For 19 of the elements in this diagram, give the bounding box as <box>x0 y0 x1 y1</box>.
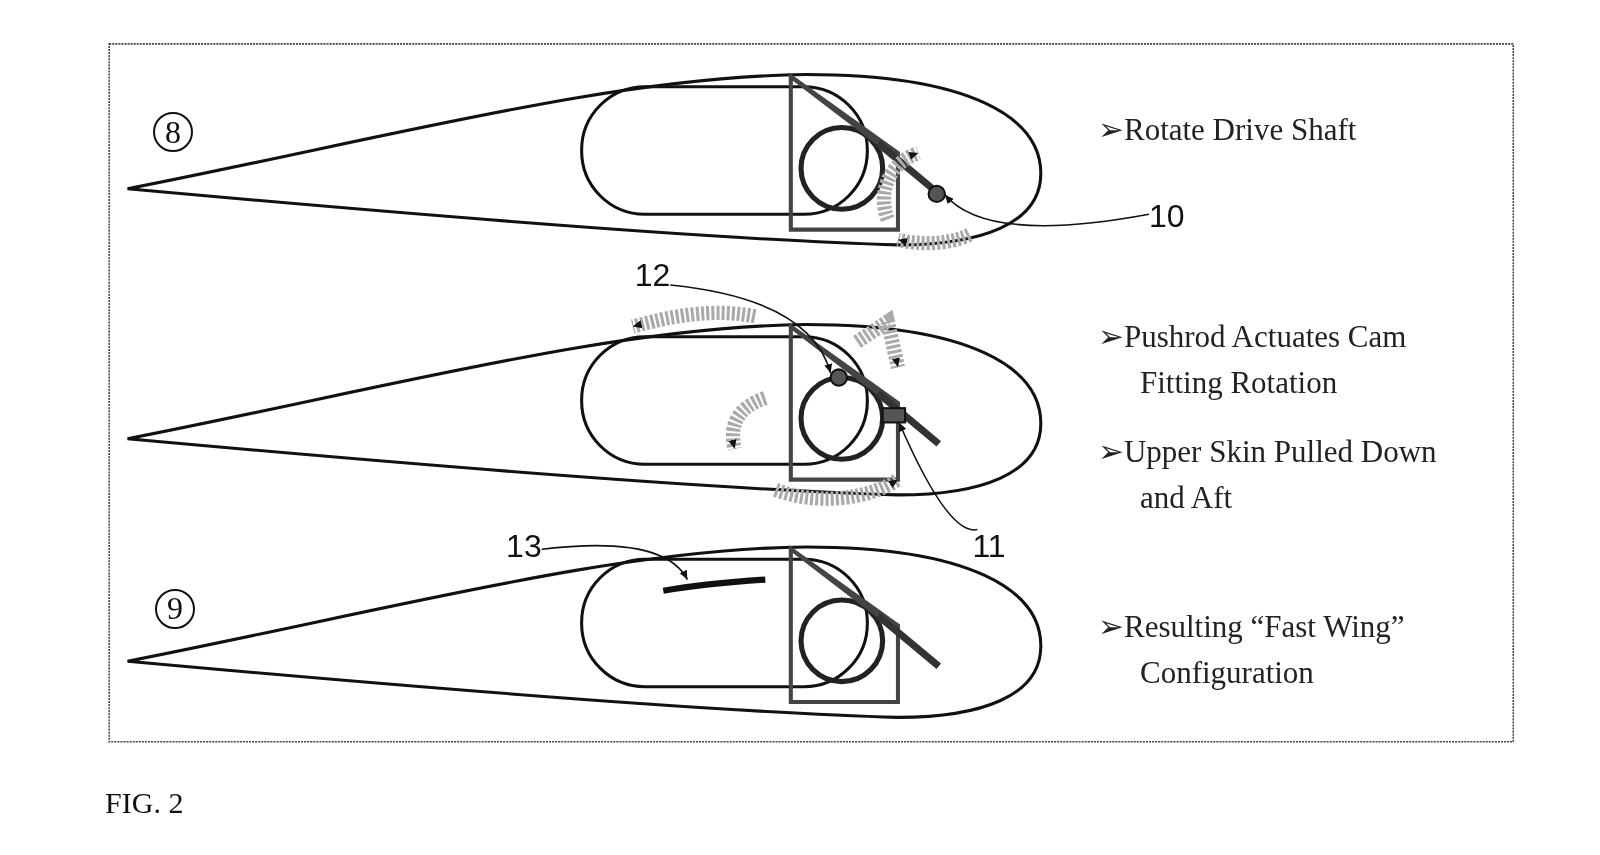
pushrod-end <box>927 184 946 204</box>
callout-number: 12 <box>634 259 671 292</box>
callout-number: 11 <box>972 529 1006 562</box>
pushrod-joint <box>829 368 848 387</box>
callout-number: 13 <box>506 529 542 562</box>
upper-skin <box>662 576 766 594</box>
figure-caption: FIG. 2 <box>105 785 184 820</box>
callout-number: 10 <box>1148 200 1185 232</box>
step-note: ➢Upper Skin Pulled Down and Aft <box>1097 432 1438 517</box>
leader-line <box>898 421 979 531</box>
step-note: ➢Pushrod Actuates Cam Fitting Rotation <box>1097 318 1408 403</box>
circled-number: 9 <box>155 588 196 629</box>
circled-number: 8 <box>153 112 194 153</box>
cam-fitting <box>881 407 907 424</box>
leader-line <box>669 284 832 374</box>
step-note: ➢Rotate Drive Shaft <box>1097 111 1358 150</box>
leader-line <box>944 193 1150 227</box>
leader-line <box>540 544 689 581</box>
step-note: ➢Resulting “Fast Wing” Configuration <box>1097 608 1406 693</box>
